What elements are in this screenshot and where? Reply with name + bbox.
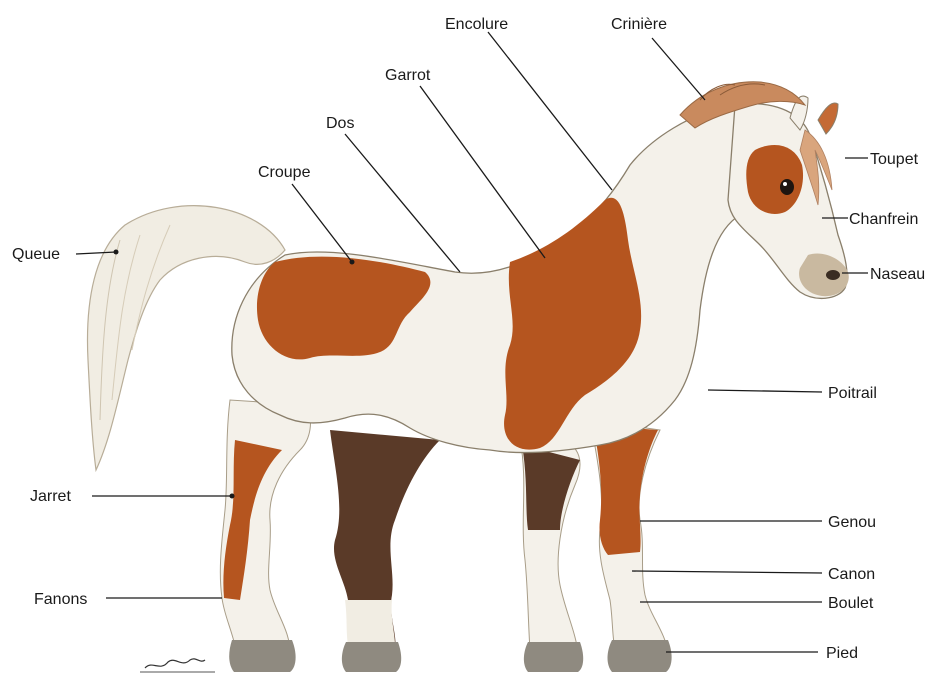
- label-pied: Pied: [826, 645, 858, 662]
- head: [728, 96, 849, 298]
- label-boulet: Boulet: [828, 595, 874, 612]
- leader-garrot: [420, 86, 545, 258]
- label-garrot: Garrot: [385, 67, 431, 84]
- label-chanfrein: Chanfrein: [849, 211, 918, 228]
- label-fanons: Fanons: [34, 591, 87, 608]
- leader-dos: [345, 134, 460, 272]
- label-croupe: Croupe: [258, 164, 311, 181]
- fore-legs: [520, 420, 668, 652]
- label-toupet: Toupet: [870, 151, 919, 168]
- hind-legs: [220, 400, 440, 652]
- label-naseau: Naseau: [870, 266, 925, 283]
- leader-dot-queue: [114, 250, 119, 255]
- label-canon: Canon: [828, 566, 875, 583]
- leader-encolure: [488, 32, 612, 190]
- label-encolure: Encolure: [445, 16, 508, 33]
- leader-croupe: [292, 184, 352, 262]
- leader-criniere: [652, 38, 705, 100]
- leader-poitrail: [708, 390, 822, 392]
- label-jarret: Jarret: [30, 488, 71, 505]
- leader-canon: [632, 571, 822, 573]
- label-poitrail: Poitrail: [828, 385, 877, 402]
- label-genou: Genou: [828, 514, 876, 531]
- body: [232, 104, 805, 452]
- leader-dot-jarret: [230, 494, 235, 499]
- hooves: [229, 640, 671, 672]
- label-criniere: Crinière: [611, 16, 667, 33]
- label-dos: Dos: [326, 115, 354, 132]
- leader-dot-croupe: [350, 260, 355, 265]
- label-queue: Queue: [12, 246, 60, 263]
- artist-signature: [145, 659, 205, 668]
